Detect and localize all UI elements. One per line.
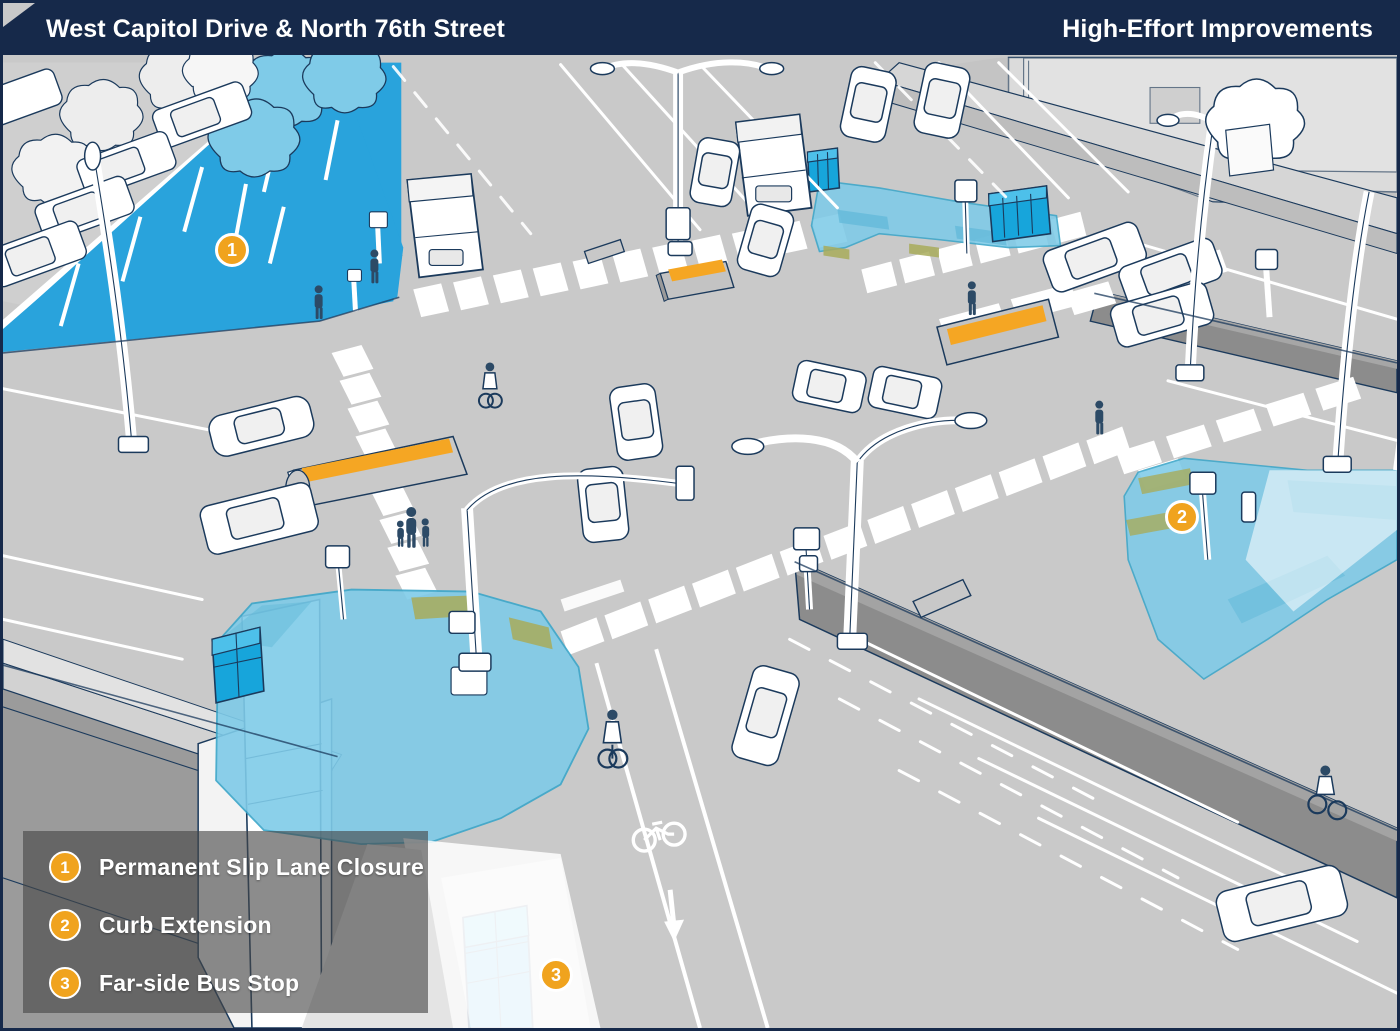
map-callout-1[interactable]: 1	[215, 233, 249, 267]
bus-shelter-northeast	[987, 185, 1052, 243]
parked-vehicles-left	[3, 68, 253, 288]
pedestrian-slip-1	[314, 285, 323, 320]
map-callout-3-number: 3	[550, 965, 561, 985]
map-callout-1-number: 1	[226, 240, 237, 260]
cyclist-north	[477, 362, 503, 409]
map-callout-3[interactable]: 3	[539, 958, 573, 992]
street-light-center	[731, 411, 988, 650]
street-light-far-right	[1322, 190, 1375, 473]
legend-label-2: Curb Extension	[99, 911, 272, 938]
legend-badge-2-number: 2	[60, 915, 70, 935]
legend-item-1[interactable]: 1 Permanent Slip Lane Closure	[49, 851, 424, 883]
legend-badge-3-icon: 3	[49, 967, 81, 999]
street-light-signal-left	[448, 465, 695, 672]
intersection-rendering: .nv { stroke:#1b3a5c; stroke-width:1.6; …	[3, 3, 1397, 1028]
bus-shelter-west	[211, 626, 265, 704]
title-bar: West Capitol Drive & North 76th Street H…	[3, 3, 1397, 55]
bus-shelter-north	[806, 147, 841, 193]
legend-badge-1-icon: 1	[49, 851, 81, 883]
vehicles	[199, 61, 1349, 943]
pedestrian-slip-2	[370, 249, 379, 284]
map-callout-2[interactable]: 2	[1165, 500, 1199, 534]
traffic-signal-left	[324, 545, 351, 620]
legend-badge-1-number: 1	[60, 857, 70, 877]
slip-lane-fill	[3, 64, 404, 352]
map-callout-2-number: 2	[1176, 507, 1187, 527]
crosswalk-far-east	[1116, 376, 1362, 475]
pedestrian-crosswalk-e	[1095, 400, 1104, 435]
street-light-northeast	[1156, 78, 1306, 382]
curb-extension-southwest	[215, 588, 590, 845]
bike-lane-arrow	[664, 889, 685, 942]
bike-lane-symbol	[631, 820, 687, 853]
cyclist-right	[1307, 765, 1348, 821]
page-subtitle: High-Effort Improvements	[1062, 14, 1373, 43]
traffic-signals	[324, 179, 1279, 620]
traffic-signal-upper-right	[1254, 248, 1279, 318]
legend-panel: 1 Permanent Slip Lane Closure 2 Curb Ext…	[23, 831, 428, 1013]
bus-northwest	[406, 173, 484, 279]
street-lights	[83, 59, 1397, 672]
bike-lane	[594, 648, 770, 1028]
refuge-northeast	[936, 298, 1060, 366]
legend-label-3: Far-side Bus Stop	[99, 969, 300, 996]
crosswalk-east	[560, 426, 1131, 656]
pedestrian-signal-slip	[346, 211, 388, 312]
legend-label-1: Permanent Slip Lane Closure	[99, 853, 424, 880]
pedestrian-group-west	[396, 507, 430, 548]
traffic-signal-northeast	[954, 179, 978, 254]
bus-north	[734, 113, 813, 217]
traffic-signal-right	[1189, 471, 1257, 561]
pedestrian-refuge-north	[655, 259, 735, 302]
legend-badge-2-icon: 2	[49, 909, 81, 941]
street-light-upper-center	[589, 59, 785, 257]
legend-item-3[interactable]: 3 Far-side Bus Stop	[49, 967, 299, 999]
street-trees-slip	[207, 41, 387, 248]
page-title: West Capitol Drive & North 76th Street	[46, 14, 505, 43]
cyclists	[477, 362, 1348, 821]
cyclist-bike-lane	[597, 709, 629, 769]
traffic-signal-center	[792, 527, 821, 610]
legend-badge-3-number: 3	[60, 973, 70, 993]
pedestrian-crosswalk-ne	[967, 281, 976, 316]
legend-item-2[interactable]: 2 Curb Extension	[49, 909, 272, 941]
pedestrians	[314, 249, 1104, 548]
street-light-left	[83, 141, 150, 454]
